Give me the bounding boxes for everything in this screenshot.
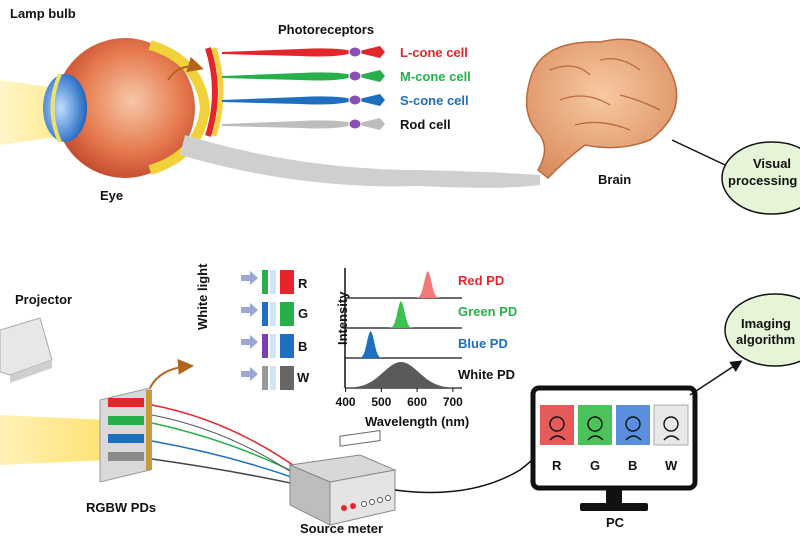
pc-letter-g: G <box>590 458 601 473</box>
white-light-label: White light <box>195 263 210 330</box>
pds-label: RGBW PDs <box>86 500 157 515</box>
filter-w-label: W <box>297 370 310 385</box>
legend-blue-pd: Blue PD <box>458 336 508 351</box>
pd-zoom-arrow <box>149 358 194 389</box>
legend-white-pd: White PD <box>458 367 516 382</box>
projector-icon <box>0 317 53 383</box>
visual-line2: processing <box>728 173 798 188</box>
rgbw-pd-device <box>99 387 152 483</box>
rod-cell <box>222 118 385 130</box>
filter-r-label: R <box>298 276 308 291</box>
rod-label: Rod cell <box>400 117 451 132</box>
zoom-arrow <box>167 56 204 81</box>
photoreceptor-cells <box>222 46 385 130</box>
chart-xlabel: Wavelength (nm) <box>365 414 470 429</box>
filter-r <box>241 270 294 294</box>
lamp-label: Lamp bulb <box>10 6 76 21</box>
peak-blue-pd <box>342 331 460 358</box>
x-tick-label-500: 500 <box>371 395 391 409</box>
l-cone-cell <box>222 46 385 58</box>
source-meter-label: Source meter <box>300 521 384 536</box>
imaging-line2: algorithm <box>736 332 796 347</box>
filter-g <box>241 302 294 326</box>
visual-line1: Visual <box>752 156 792 171</box>
spectrum-chart: 400 500 600 700 <box>336 268 463 409</box>
legend-green-pd: Green PD <box>458 304 518 319</box>
filter-b <box>241 334 294 358</box>
imaging-line1: Imaging <box>741 316 791 331</box>
filter-g-label: G <box>298 306 309 321</box>
projector-beam <box>0 415 110 465</box>
photoreceptors-title: Photoreceptors <box>278 22 375 37</box>
x-tick-label-700: 700 <box>443 395 463 409</box>
brain-illustration <box>525 38 678 180</box>
source-meter <box>288 430 397 526</box>
wires <box>151 404 301 486</box>
color-filters <box>241 270 294 390</box>
x-tick-label-600: 600 <box>407 395 427 409</box>
pc-letter-w: W <box>665 458 678 473</box>
filter-b-label: B <box>298 339 308 354</box>
brain-label: Brain <box>598 172 632 187</box>
m-cone-cell <box>222 70 385 82</box>
pc-label: PC <box>606 515 625 530</box>
pc-monitor <box>530 385 698 511</box>
peak-white-pd <box>342 362 460 388</box>
optic-nerve <box>180 135 540 188</box>
pc-letter-r: R <box>552 458 562 473</box>
m-cone-label: M-cone cell <box>400 69 471 84</box>
s-cone-label: S-cone cell <box>400 93 469 108</box>
x-tick-label-400: 400 <box>336 395 356 409</box>
s-cone-cell <box>222 94 385 106</box>
projector-label: Projector <box>15 292 73 307</box>
retina-slice <box>205 47 218 137</box>
eye-illustration <box>43 38 540 188</box>
chart-ylabel: Intensity <box>335 291 350 345</box>
meter-cable <box>394 439 549 494</box>
eye-label: Eye <box>100 188 124 203</box>
legend-red-pd: Red PD <box>458 273 505 288</box>
l-cone-label: L-cone cell <box>400 45 468 60</box>
peak-green-pd <box>342 301 460 328</box>
peak-red-pd <box>342 271 460 298</box>
visual-processing-box <box>721 141 800 215</box>
imaging-algorithm-box <box>724 293 800 367</box>
filter-w <box>241 366 294 390</box>
pc-letter-b: B <box>628 458 638 473</box>
pc-arrow <box>689 360 743 396</box>
